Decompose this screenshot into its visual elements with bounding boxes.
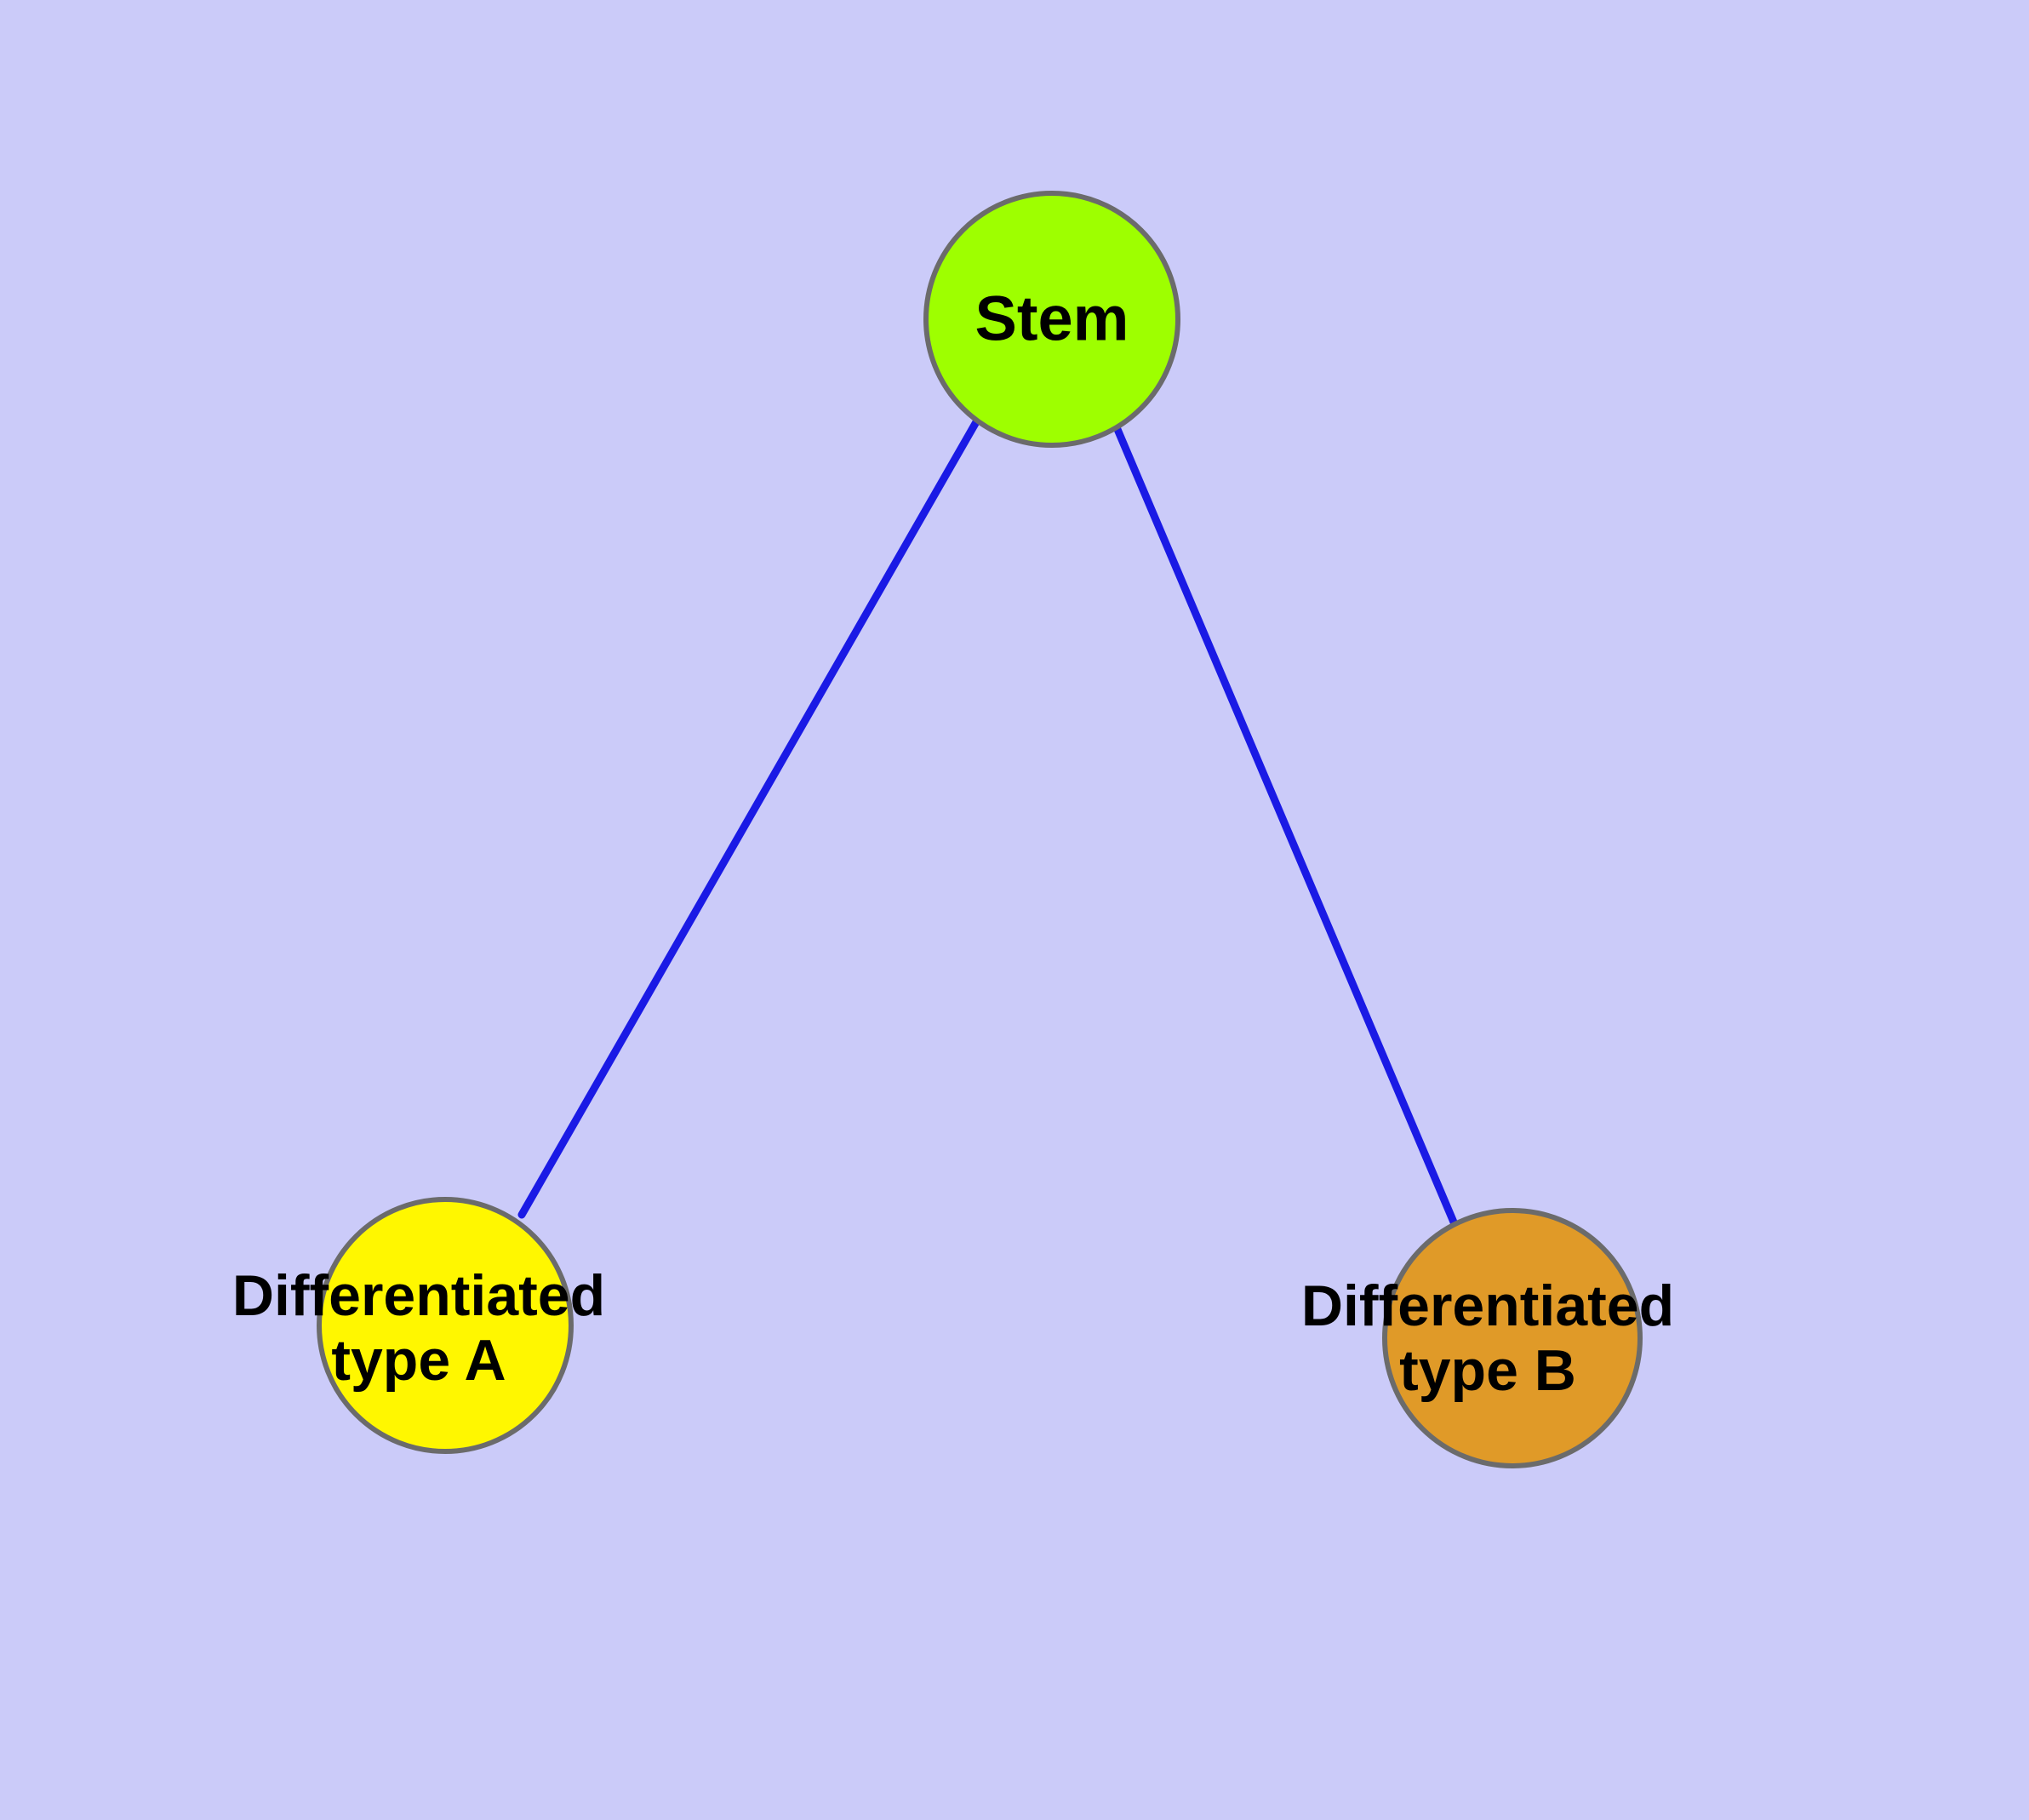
node-circle-differentiated-type-a[interactable] xyxy=(317,1197,574,1454)
edge-stem-to-type-a xyxy=(517,416,981,1219)
node-circle-stem[interactable] xyxy=(923,191,1180,448)
edge-stem-to-type-b xyxy=(1112,423,1459,1228)
node-circle-differentiated-type-b[interactable] xyxy=(1382,1208,1643,1468)
